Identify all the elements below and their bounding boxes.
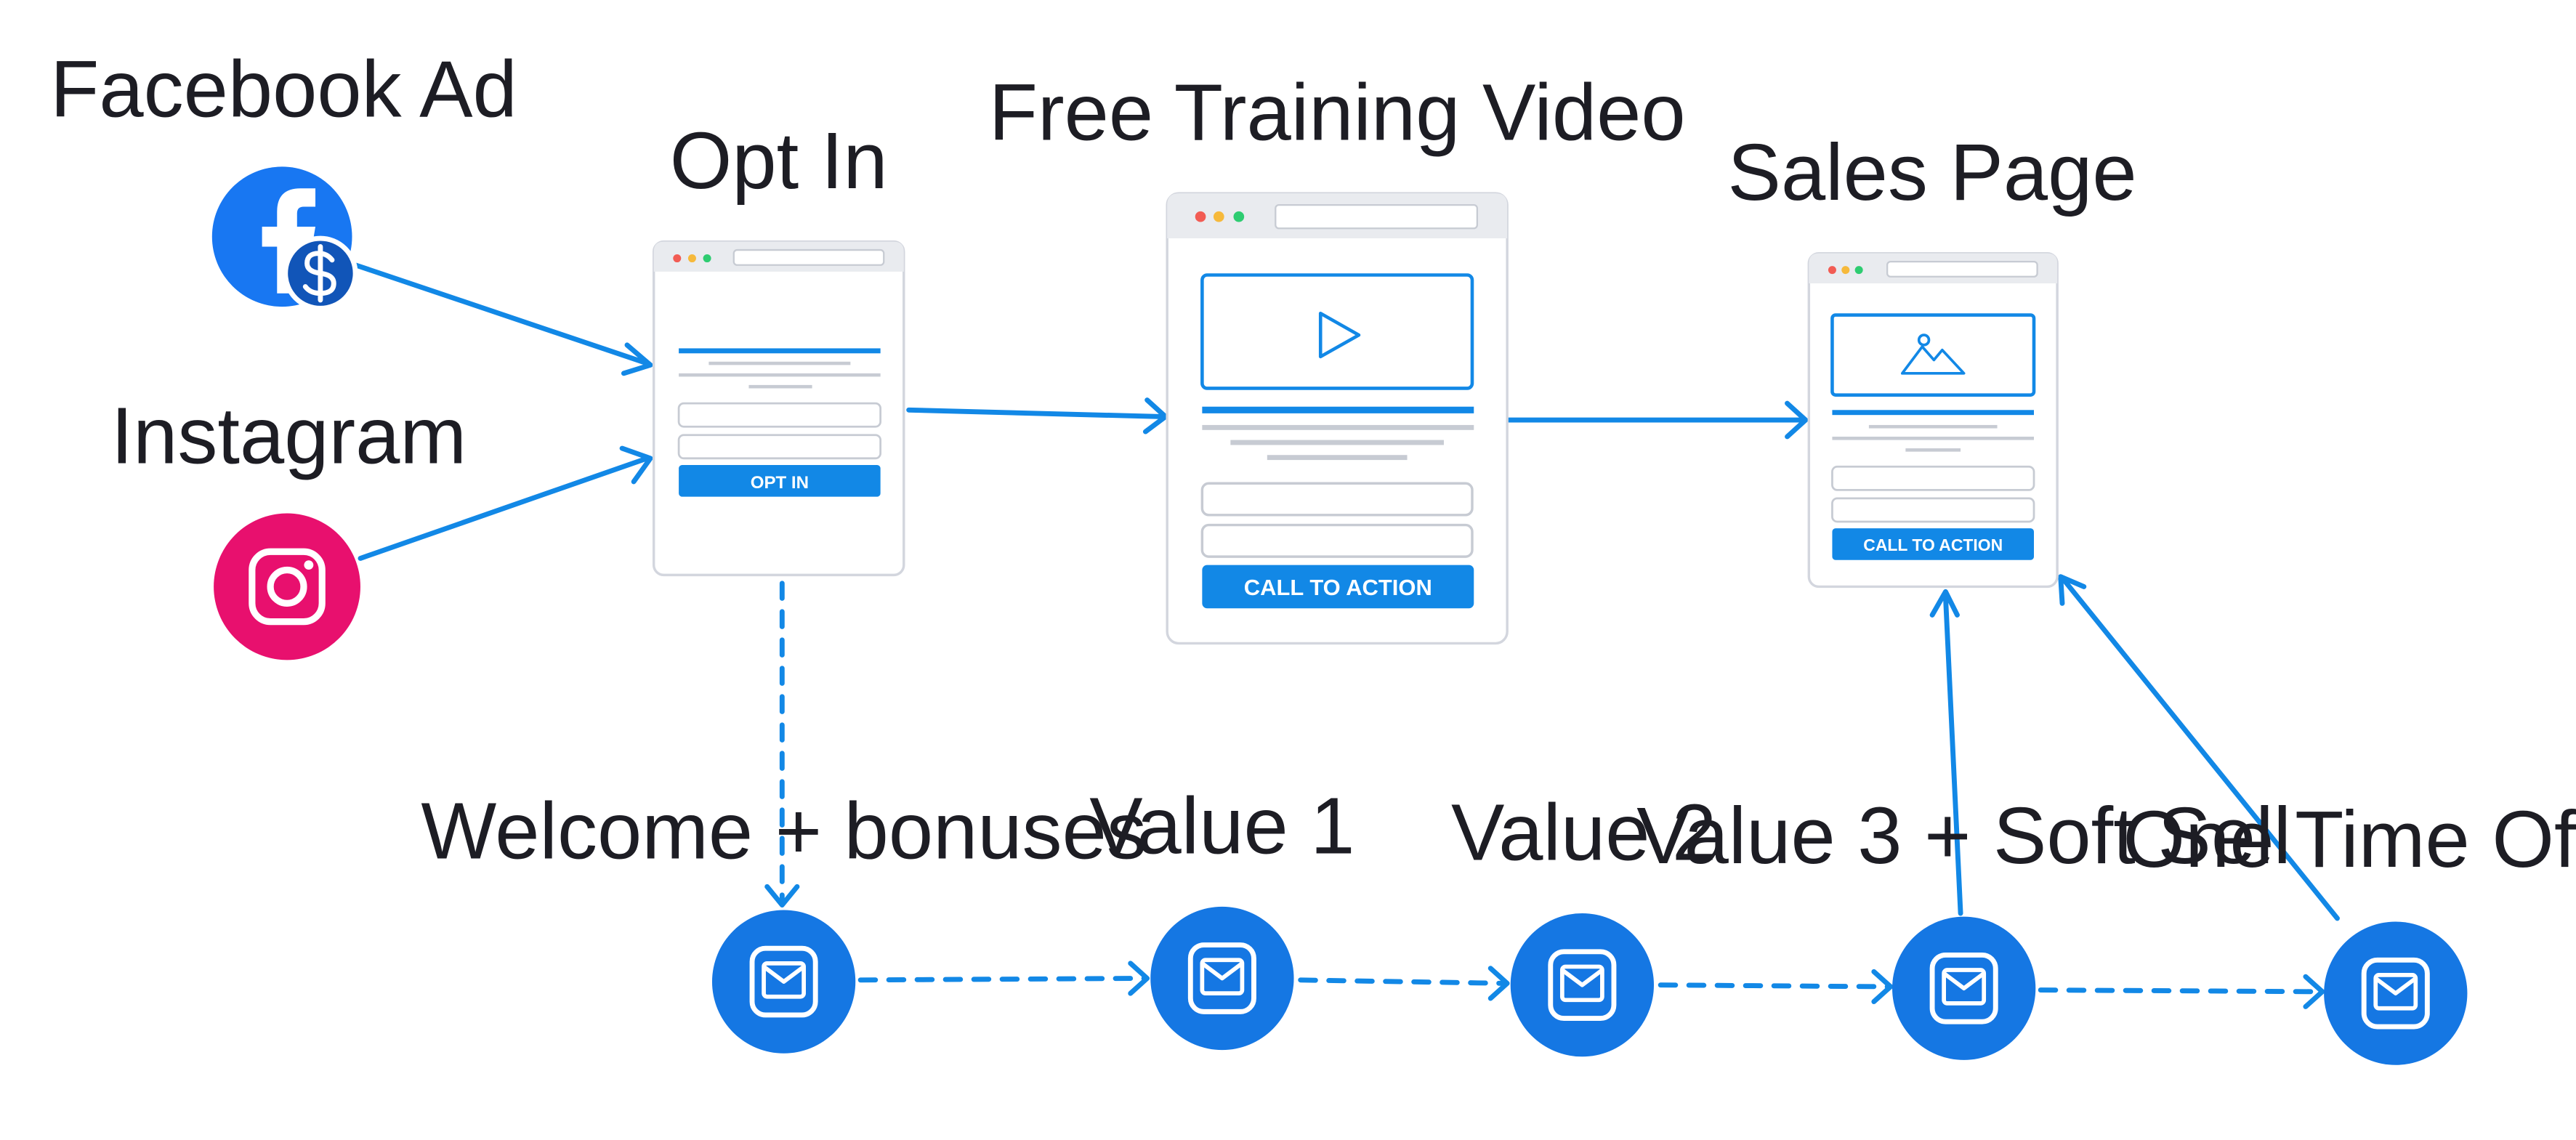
arrow-offer-to-sales bbox=[2058, 574, 2340, 921]
email-welcome[interactable]: Welcome + bonuses bbox=[421, 786, 1147, 1054]
sales-cta-label: CALL TO ACTION bbox=[1863, 535, 2003, 554]
optin-button[interactable]: OPT IN bbox=[679, 464, 881, 497]
email-label-value-3: Value 3 + Soft Sell bbox=[1636, 791, 2291, 881]
email-value-3[interactable]: Value 3 + Soft Sell bbox=[1636, 791, 2291, 1060]
email-label-welcome: Welcome + bonuses bbox=[421, 786, 1147, 876]
optin-page[interactable]: Opt In OPT IN bbox=[652, 116, 905, 577]
hero-image-frame bbox=[1830, 313, 2036, 397]
sales-page[interactable]: Sales Page CALL TO ACTION bbox=[1728, 128, 2137, 589]
mail-icon bbox=[749, 945, 818, 1018]
arrow-value3-to-sales bbox=[1929, 589, 1963, 916]
dashed-value1-to-value2 bbox=[1298, 977, 1506, 986]
optin-button-label: OPT IN bbox=[751, 473, 809, 493]
arrow-optin-to-training bbox=[906, 397, 1168, 434]
dashed-value2-to-value3 bbox=[1658, 982, 1890, 990]
mail-icon bbox=[1187, 942, 1256, 1014]
image-icon bbox=[1900, 333, 1966, 375]
mail-icon bbox=[2361, 957, 2430, 1030]
training-field-2[interactable] bbox=[1200, 523, 1474, 558]
email-one-time-offer[interactable]: One Time Offer bbox=[2123, 795, 2576, 1065]
email-label-value-2: Value 2 bbox=[1451, 788, 1716, 878]
training-field-1[interactable] bbox=[1200, 482, 1474, 517]
email-value-1[interactable]: Value 1 bbox=[1089, 781, 1355, 1051]
dashed-arrowhead-welcome bbox=[764, 884, 800, 908]
dashed-arrowhead-value2 bbox=[1487, 966, 1510, 1001]
training-page[interactable]: Free Training Video CALL TO ACTION bbox=[989, 68, 1686, 645]
arrow-instagram-to-optin bbox=[358, 445, 653, 561]
sales-cta-button[interactable]: CALL TO ACTION bbox=[1832, 528, 2035, 560]
dashed-arrowhead-offer bbox=[2303, 974, 2325, 1009]
mail-icon bbox=[1548, 949, 1617, 1021]
source-facebook[interactable]: Facebook Ad bbox=[50, 45, 517, 311]
video-frame[interactable] bbox=[1200, 273, 1474, 390]
source-instagram[interactable]: Instagram bbox=[111, 392, 467, 660]
email-value-2[interactable]: Value 2 bbox=[1451, 788, 1716, 1057]
sales-field-2[interactable] bbox=[1831, 497, 2035, 523]
arrow-training-to-sales bbox=[1506, 400, 1809, 440]
dashed-arrowhead-value1 bbox=[1128, 961, 1150, 996]
optin-page-title: Opt In bbox=[670, 116, 888, 206]
source-label-instagram: Instagram bbox=[111, 392, 467, 481]
optin-name-field[interactable] bbox=[677, 402, 882, 428]
training-cta-button[interactable]: CALL TO ACTION bbox=[1202, 565, 1474, 609]
dashed-welcome-to-value1 bbox=[857, 976, 1147, 983]
mail-icon bbox=[1929, 952, 1998, 1024]
sales-field-1[interactable] bbox=[1831, 465, 2035, 491]
sales-page-title: Sales Page bbox=[1728, 128, 2137, 217]
email-label-value-1: Value 1 bbox=[1089, 781, 1354, 870]
email-label-one-time-offer: One Time Offer bbox=[2123, 795, 2576, 884]
optin-email-field[interactable] bbox=[677, 434, 882, 460]
dashed-value3-to-offer bbox=[2038, 987, 2322, 995]
play-icon[interactable] bbox=[1318, 311, 1361, 359]
arrow-facebook-to-optin bbox=[352, 262, 653, 376]
facebook-ad-icon bbox=[211, 166, 358, 311]
training-cta-label: CALL TO ACTION bbox=[1244, 575, 1432, 600]
connectors bbox=[352, 262, 2340, 1009]
email-sequence: Welcome + bonuses Value 1 Value 2 bbox=[421, 781, 2576, 1065]
training-page-title: Free Training Video bbox=[989, 68, 1686, 158]
dashed-arrowhead-value3 bbox=[1871, 969, 1894, 1005]
source-label-facebook: Facebook Ad bbox=[50, 45, 517, 134]
instagram-icon bbox=[214, 513, 360, 660]
